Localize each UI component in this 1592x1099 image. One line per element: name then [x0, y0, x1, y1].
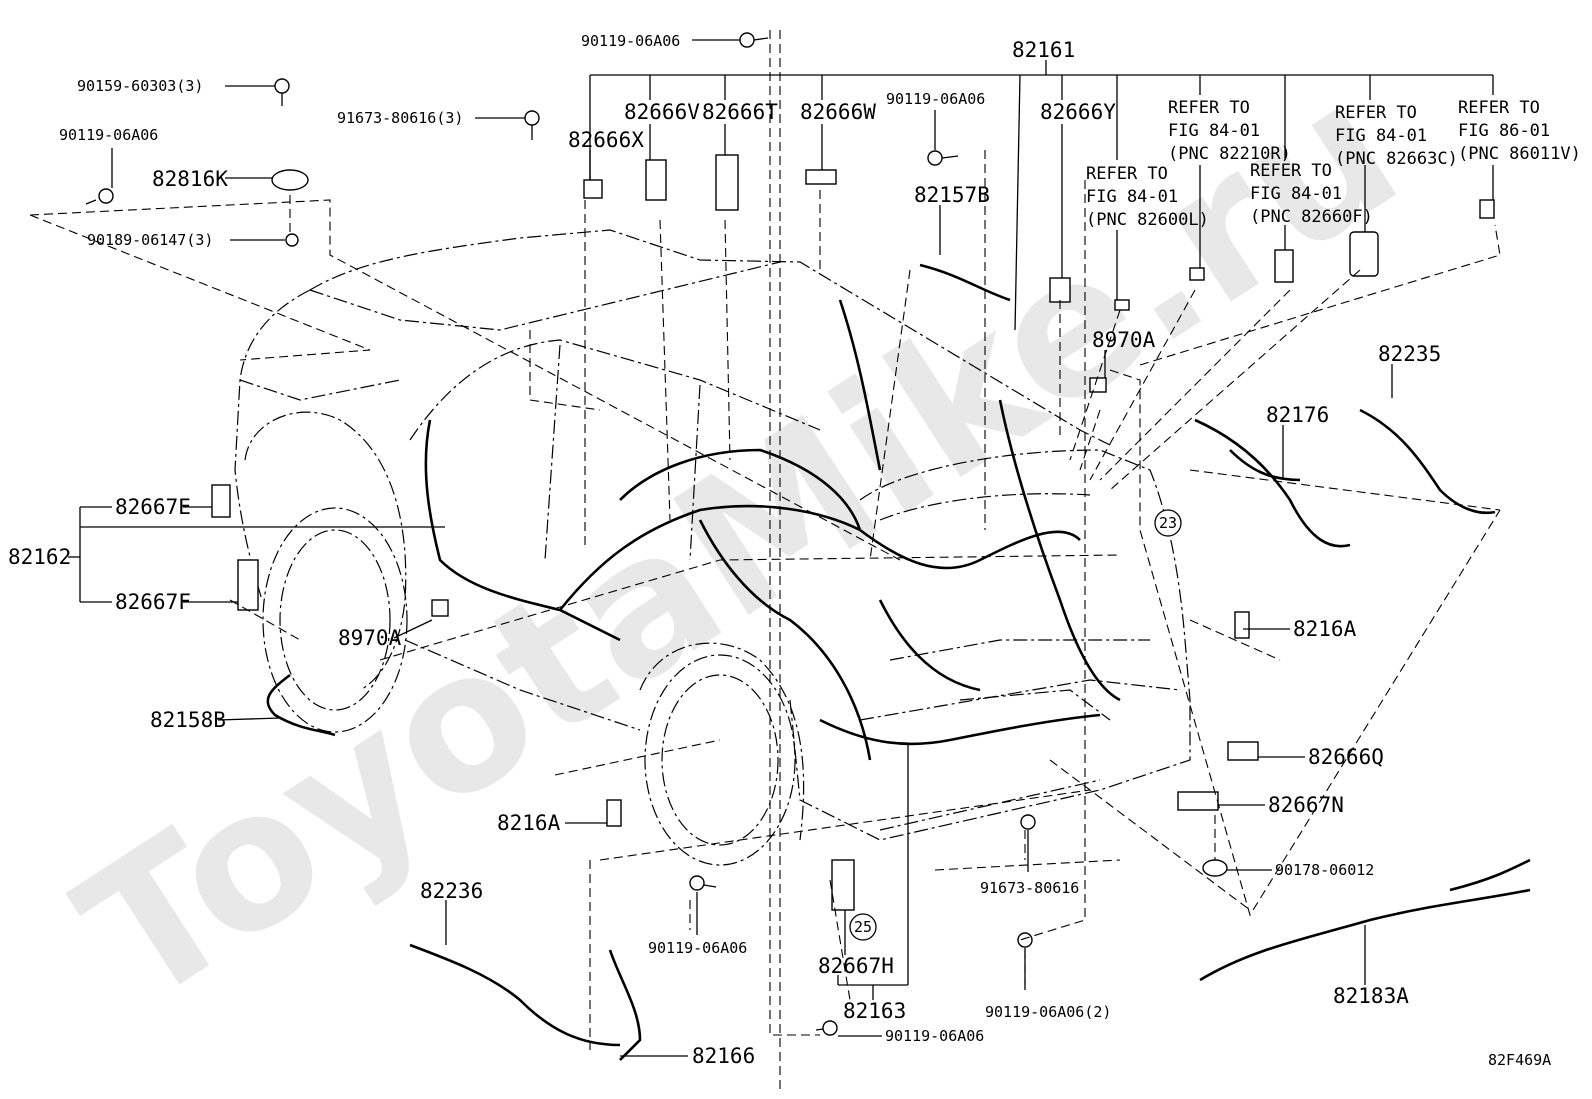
label-90119-06a06-left: 90119-06A06	[59, 126, 158, 144]
component-clips	[85, 32, 1495, 1036]
refer-note-82600l: REFER TO FIG 84-01 (PNC 82600L)	[1086, 164, 1209, 230]
label-90119-06a06-top: 90119-06A06	[581, 32, 680, 50]
label-82666v: 82666V	[624, 100, 700, 124]
label-90119-06a06-2: 90119-06A06(2)	[985, 1003, 1111, 1021]
label-82235: 82235	[1378, 342, 1441, 366]
label-82162: 82162	[8, 545, 71, 569]
label-82667h: 82667H	[818, 954, 894, 978]
label-82176: 82176	[1266, 403, 1329, 427]
label-82816k: 82816K	[152, 167, 228, 191]
label-90119-06a06-bl: 90119-06A06	[648, 939, 747, 957]
callout-25-text: 25	[854, 918, 872, 936]
label-82236: 82236	[420, 879, 483, 903]
label-82183a: 82183A	[1333, 984, 1409, 1008]
label-82667e: 82667E	[115, 495, 191, 519]
main-harness-82161	[424, 299, 1121, 761]
callout-23: 23	[1154, 509, 1182, 537]
label-82666q: 82666Q	[1308, 745, 1384, 769]
label-8216a-right: 8216A	[1293, 617, 1357, 641]
label-8970a-left: 8970A	[338, 626, 402, 650]
refer-note-82660f-line1: REFER TO	[1250, 161, 1332, 181]
refer-note-82660f-line3: (PNC 82660F)	[1250, 207, 1373, 227]
harness-82236	[409, 943, 621, 1047]
harness-82158B	[266, 673, 336, 737]
leader-lines	[68, 39, 1494, 1057]
refer-note-82210r-line1: REFER TO	[1168, 98, 1250, 118]
label-82163: 82163	[843, 999, 906, 1023]
label-82157b: 82157B	[914, 183, 990, 207]
label-91673-80616-3: 91673-80616(3)	[337, 109, 463, 127]
label-82666y: 82666Y	[1040, 100, 1116, 124]
label-82667n: 82667N	[1268, 793, 1344, 817]
refer-note-82660f-line2: FIG 84-01	[1250, 184, 1342, 204]
label-82166: 82166	[692, 1044, 755, 1068]
callout-25: 25	[849, 913, 877, 941]
harness-82235	[1359, 408, 1496, 515]
harness-82157B	[919, 263, 1011, 302]
label-82161: 82161	[1012, 38, 1075, 62]
label-90159-60303: 90159-60303(3)	[77, 77, 203, 95]
part-labels: 90119-06A06 82161 90159-60303(3) 91673-8…	[8, 32, 1581, 1069]
refer-note-82663c-line1: REFER TO	[1335, 103, 1417, 123]
harness-82183A	[1199, 858, 1531, 982]
label-82666x: 82666X	[568, 128, 644, 152]
refer-note-82210r-line2: FIG 84-01	[1168, 121, 1260, 141]
refer-note-86011v: REFER TO FIG 86-01 (PNC 86011V)	[1458, 98, 1581, 164]
label-91673-80616: 91673-80616	[980, 879, 1079, 897]
refer-note-82600l-line1: REFER TO	[1086, 164, 1168, 184]
label-82667f: 82667F	[115, 590, 191, 614]
refer-note-86011v-line3: (PNC 86011V)	[1458, 144, 1581, 164]
refer-note-82600l-line3: (PNC 82600L)	[1086, 210, 1209, 230]
refer-note-86011v-line2: FIG 86-01	[1458, 121, 1550, 141]
label-90189-06147: 90189-06147(3)	[87, 231, 213, 249]
refer-note-82663c: REFER TO FIG 84-01 (PNC 82663C)	[1335, 103, 1458, 169]
label-82666t: 82666T	[702, 100, 778, 124]
label-8216a-left: 8216A	[497, 811, 561, 835]
label-82158b: 82158B	[150, 708, 226, 732]
diagram-code: 82F469A	[1488, 1051, 1551, 1069]
refer-note-82660f: REFER TO FIG 84-01 (PNC 82660F)	[1250, 161, 1373, 227]
harness-82166	[608, 949, 642, 1061]
refer-note-82663c-line3: (PNC 82663C)	[1335, 149, 1458, 169]
harness-82176	[1194, 418, 1351, 548]
label-90178-06012: 90178-06012	[1275, 861, 1374, 879]
watermark: ToyotaMike.ru	[44, 38, 1434, 1048]
refer-note-82210r-line3: (PNC 82210R)	[1168, 144, 1291, 164]
refer-note-86011v-line1: REFER TO	[1458, 98, 1540, 118]
label-90119-06a06-mid: 90119-06A06	[886, 90, 985, 108]
refer-note-82210r: REFER TO FIG 84-01 (PNC 82210R)	[1168, 98, 1291, 164]
refer-note-82663c-line2: FIG 84-01	[1335, 126, 1427, 146]
label-8970a-top: 8970A	[1092, 328, 1156, 352]
callout-23-text: 23	[1159, 514, 1177, 532]
refer-note-82600l-line2: FIG 84-01	[1086, 187, 1178, 207]
dashed-reference-lines	[29, 30, 1501, 1090]
label-90119-06a06-bottom: 90119-06A06	[885, 1027, 984, 1045]
label-82666w: 82666W	[800, 100, 876, 124]
